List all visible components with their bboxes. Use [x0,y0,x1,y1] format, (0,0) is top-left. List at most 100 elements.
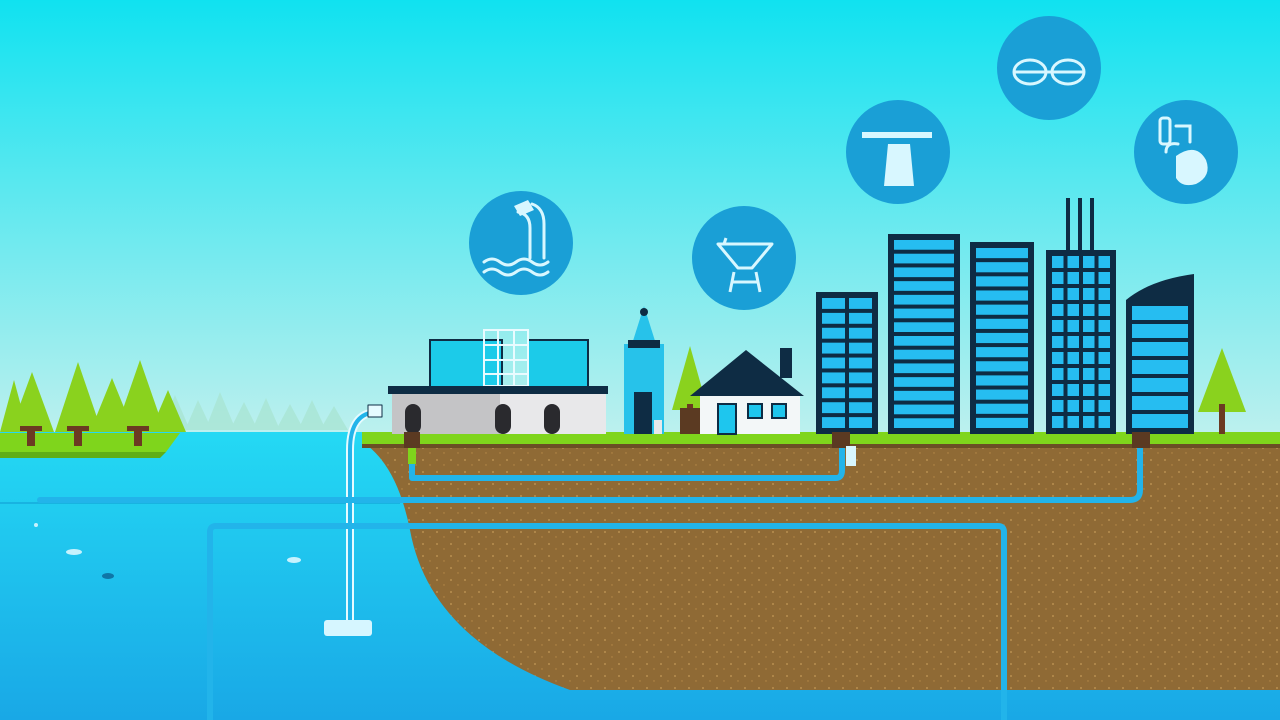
tower-window [822,417,845,428]
antenna [1090,198,1094,250]
tower-window [1083,256,1095,268]
tower-window [1067,304,1079,316]
tower-window [976,361,1028,372]
tower-window [894,240,954,250]
tower-window [976,290,1028,301]
tower-window [1083,352,1095,364]
tower-window [1083,416,1095,428]
tower-window [894,336,954,346]
tower-window [1098,256,1110,268]
office-towers [816,198,1194,434]
antenna [1078,198,1082,250]
tower-window [1052,320,1064,332]
tower-window [849,387,872,399]
tower-window [976,375,1028,386]
tower-window [822,402,845,414]
tower-window [1132,378,1188,392]
tower-window [1083,320,1095,332]
tower-window [976,332,1028,344]
tower-window [894,267,954,278]
tower-window [1052,288,1064,300]
tower-window [822,372,845,384]
tower-window [1067,256,1079,268]
tower-window [1052,256,1064,268]
tower-window [894,363,954,374]
tower-window [894,253,954,264]
office-tower-5 [1126,300,1194,434]
tower-window [976,318,1028,329]
tower-window [822,387,845,399]
tower-window [976,389,1028,400]
tower-window [894,308,954,319]
tower-window [1098,336,1110,348]
distribution-pipe-upper [409,443,845,481]
tower-window [849,417,872,428]
tower-window [1067,288,1079,300]
tower-window [976,262,1028,273]
soil-texture [368,446,1280,690]
tower-window [1098,400,1110,412]
tower-window [1067,416,1079,428]
pipe-network [37,404,1150,720]
tower-window [976,417,1028,428]
tower-window [976,347,1028,358]
antenna [1066,198,1070,250]
house [690,348,804,435]
tower-window [849,312,872,324]
tower-window [822,298,845,309]
office-tower-3 [970,242,1034,434]
tower-window [849,327,872,339]
tower-window [976,248,1028,259]
tower-window [1132,342,1188,356]
tower-window [1052,400,1064,412]
tower-window [1132,414,1188,428]
tower-window [1132,396,1188,410]
tower-window [894,404,954,415]
tower-window [1098,320,1110,332]
tower-window [1098,416,1110,428]
tower-window [1052,384,1064,396]
office-tower-2 [888,234,960,434]
water-intake-icon [469,191,573,295]
tower-window [1052,368,1064,380]
tower-window [1083,272,1095,284]
tower-window [894,322,954,332]
tower-window [1052,336,1064,348]
tower-window [1098,288,1110,300]
tower-window [1083,384,1095,396]
water-tower [624,306,664,434]
tower-window [822,312,845,324]
grass-shadow [362,444,1280,448]
pipe-fittings-icon [997,16,1101,120]
left-shore-trees [0,360,186,446]
tower-window [976,403,1028,414]
tower-window [1098,304,1110,316]
tower-window [1132,306,1188,320]
treatment-plant [388,329,608,434]
icon-bubbles [469,16,1238,310]
tower-window [976,304,1028,315]
intake-screen [324,620,372,636]
tower-window [1098,368,1110,380]
utility-box [680,408,700,434]
tower-window [1098,384,1110,396]
office-tower-4 [1046,250,1116,434]
tower-window [1067,368,1079,380]
tower-window [1083,368,1095,380]
tower-window [1067,352,1079,364]
curved-roof [1126,274,1194,300]
valve-icon [1134,100,1238,204]
tower-window [822,327,845,339]
office-tower-1 [816,292,878,434]
tower-window [976,276,1028,287]
tower-window [1052,416,1064,428]
tower-window [894,418,954,428]
tower-window [849,402,872,414]
plant-scaffold [483,329,529,387]
tower-window [894,281,954,291]
water-tower-icon [846,100,950,204]
grass-strip [362,432,1280,446]
tower-window [894,377,954,387]
tower-window [822,342,845,354]
